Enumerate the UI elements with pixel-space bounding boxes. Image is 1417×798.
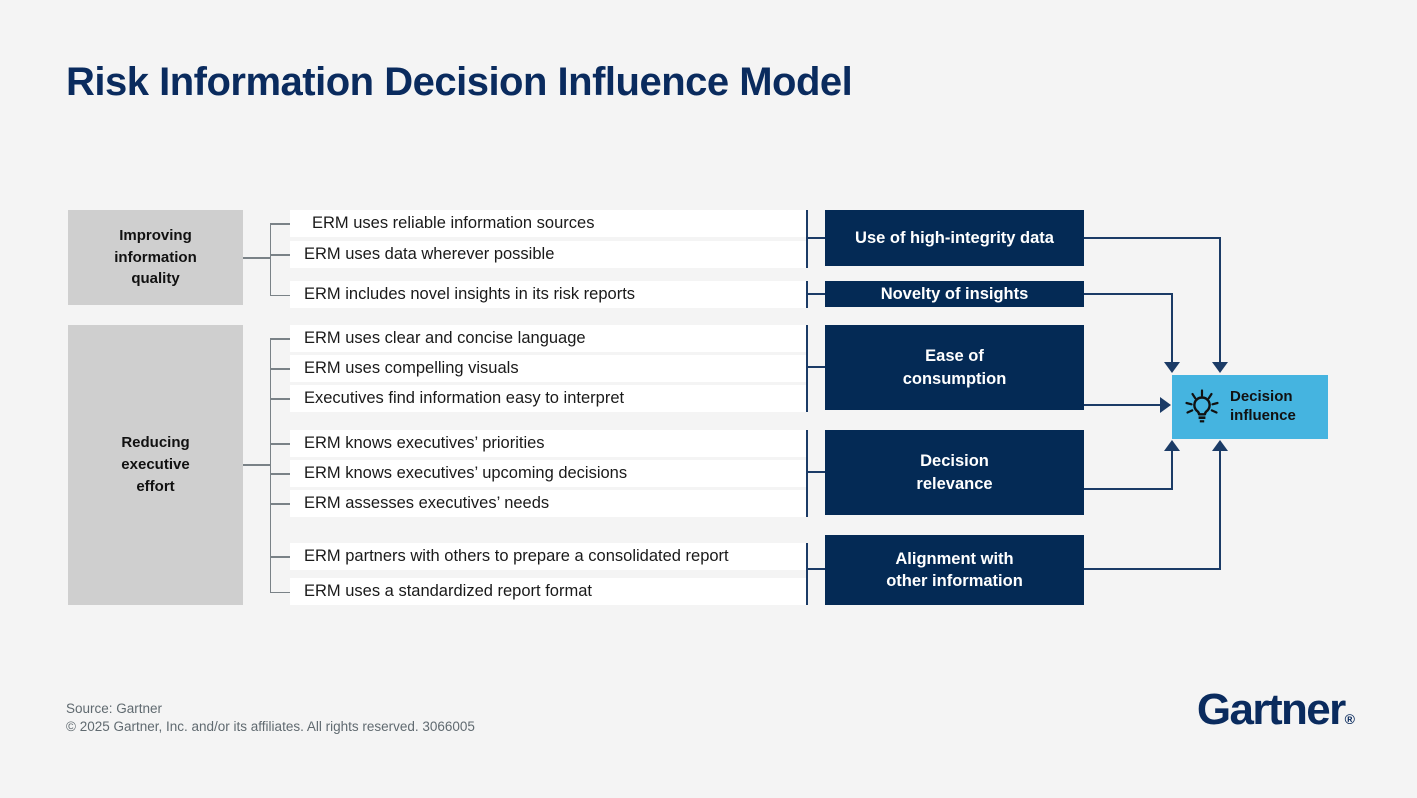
statement-text: Executives find information easy to inte… <box>304 389 625 408</box>
statement-text: ERM knows executives’ upcoming decisions <box>304 464 628 483</box>
statement-text: ERM includes novel insights in its risk … <box>304 285 636 304</box>
flow-arrowhead-novelty <box>1164 362 1180 373</box>
bracket-branch-stmt-3 <box>269 294 292 296</box>
concept-box-use-of-high-integrity-data: Use of high-integrity data <box>825 210 1084 266</box>
flow-line-ease-of-consumption <box>1084 404 1162 406</box>
outcome-label: Decision influence <box>1230 388 1296 424</box>
statement-row: ERM uses a standardized report format <box>290 578 806 605</box>
bracket-stem-group-2 <box>243 464 271 466</box>
bracket-branch-stmt-8 <box>269 473 292 475</box>
statement-row: ERM uses reliable information sources <box>290 210 806 237</box>
flow-line-high-integrity-vertical <box>1219 237 1221 363</box>
statement-row: ERM partners with others to prepare a co… <box>290 543 806 570</box>
statement-row: ERM assesses executives’ needs <box>290 490 806 517</box>
category-box-improving-information-quality: Improving information quality <box>68 210 243 305</box>
source-line: Source: Gartner <box>66 701 163 716</box>
concept-label: Novelty of insights <box>880 284 1029 303</box>
bracket-branch-stmt-1 <box>269 223 292 225</box>
statement-row: ERM uses compelling visuals <box>290 355 806 382</box>
concept-box-alignment-with-other-information: Alignment with other information <box>825 535 1084 605</box>
flow-arrowhead-ease-of-consumption <box>1160 397 1171 413</box>
bracket-branch-stmt-11 <box>269 591 292 593</box>
bracket-spine-group-2 <box>269 338 271 592</box>
bracket-branch-stmt-5 <box>269 368 292 370</box>
bracket-branch-stmt-2 <box>269 254 292 256</box>
copyright-line: © 2025 Gartner, Inc. and/or its affiliat… <box>66 719 475 735</box>
concept-bracket-stem-4 <box>806 471 826 473</box>
concept-box-ease-of-consumption: Ease of consumption <box>825 325 1084 410</box>
registered-trademark-icon: ® <box>1344 711 1355 727</box>
bracket-spine-group-1 <box>269 224 271 296</box>
bracket-branch-stmt-10 <box>269 556 292 558</box>
gartner-logo: Gartner® <box>1197 688 1355 732</box>
flow-arrowhead-high-integrity <box>1212 362 1228 373</box>
flow-line-alignment-vertical <box>1219 451 1221 570</box>
outcome-box-decision-influence: Decision influence <box>1172 375 1328 439</box>
statement-text: ERM uses reliable information sources <box>312 214 595 233</box>
concept-bracket-spine-4 <box>806 430 808 517</box>
statement-row: Executives find information easy to inte… <box>290 385 806 412</box>
concept-box-decision-relevance: Decision relevance <box>825 430 1084 515</box>
category-label: Improving information quality <box>114 226 197 288</box>
bracket-branch-stmt-9 <box>269 503 292 505</box>
category-label: Reducing executive effort <box>121 434 190 495</box>
statement-text: ERM uses a standardized report format <box>304 582 592 601</box>
statement-text: ERM uses clear and concise language <box>304 329 586 348</box>
statement-row: ERM knows executives’ priorities <box>290 430 806 457</box>
flow-line-high-integrity-horizontal <box>1084 237 1221 239</box>
bracket-branch-stmt-6 <box>269 398 292 400</box>
concept-label: Alignment with other information <box>886 549 1023 590</box>
concept-bracket-spine-1 <box>806 210 808 268</box>
statement-text: ERM uses data wherever possible <box>304 245 555 264</box>
concept-bracket-stem-1 <box>806 237 826 239</box>
statement-row: ERM uses data wherever possible <box>290 241 806 268</box>
concept-label: Use of high-integrity data <box>855 228 1054 247</box>
concept-bracket-stem-2 <box>806 293 826 295</box>
concept-bracket-spine-3 <box>806 325 808 412</box>
statement-text: ERM knows executives’ priorities <box>304 434 545 453</box>
statement-row: ERM knows executives’ upcoming decisions <box>290 460 806 487</box>
statement-row: ERM uses clear and concise language <box>290 325 806 352</box>
concept-bracket-spine-5 <box>806 543 808 605</box>
flow-line-decision-relevance-vertical <box>1171 451 1173 490</box>
statement-text: ERM partners with others to prepare a co… <box>304 547 729 566</box>
source-note: Source: Gartner © 2025 Gartner, Inc. and… <box>66 700 475 736</box>
statement-text: ERM assesses executives’ needs <box>304 494 550 513</box>
statement-text: ERM uses compelling visuals <box>304 359 519 378</box>
flow-line-novelty-horizontal <box>1084 293 1173 295</box>
bracket-branch-stmt-7 <box>269 443 292 445</box>
concept-box-novelty-of-insights: Novelty of insights <box>825 281 1084 307</box>
category-box-reducing-executive-effort: Reducing executive effort <box>68 325 243 605</box>
concept-bracket-stem-3 <box>806 366 826 368</box>
concept-bracket-stem-5 <box>806 568 826 570</box>
flow-arrowhead-decision-relevance <box>1164 440 1180 451</box>
flow-line-decision-relevance-horizontal <box>1084 488 1173 490</box>
bracket-stem-group-1 <box>243 257 271 259</box>
lightbulb-icon <box>1182 387 1222 427</box>
bracket-branch-stmt-4 <box>269 338 292 340</box>
concept-label: Decision relevance <box>916 452 993 493</box>
flow-arrowhead-alignment <box>1212 440 1228 451</box>
flow-line-novelty-vertical <box>1171 293 1173 363</box>
flow-line-alignment-horizontal <box>1084 568 1221 570</box>
concept-label: Ease of consumption <box>902 347 1007 388</box>
gartner-logo-text: Gartner <box>1196 685 1346 734</box>
statement-row: ERM includes novel insights in its risk … <box>290 281 806 308</box>
page-title: Risk Information Decision Influence Mode… <box>66 60 853 104</box>
